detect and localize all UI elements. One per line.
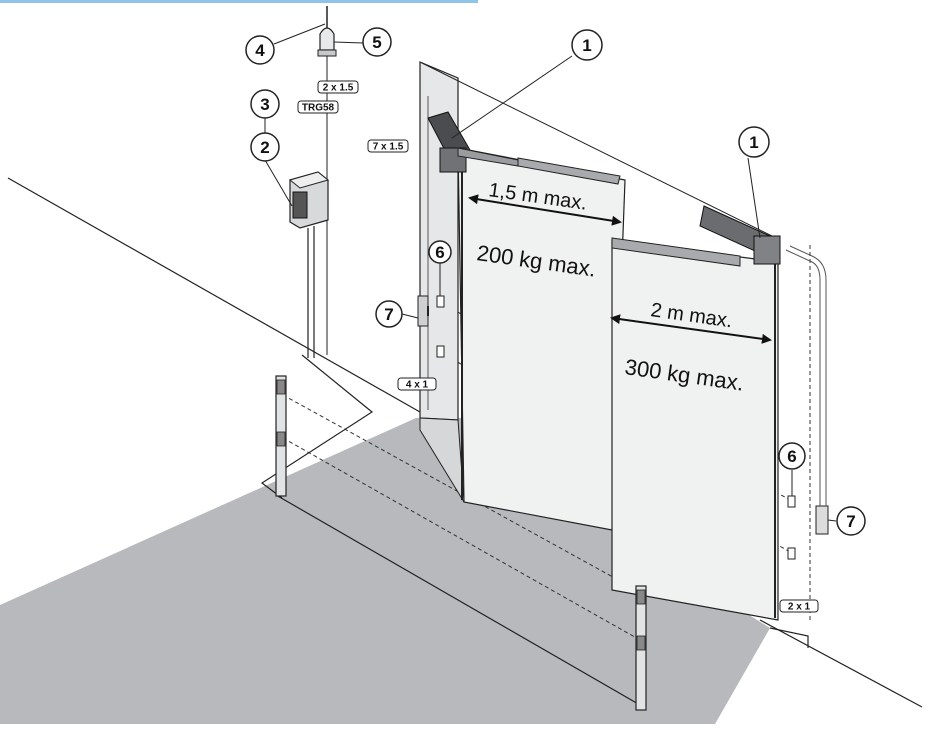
callout-6-left-number: 6 — [435, 243, 444, 262]
callout-2: 2 — [250, 132, 280, 162]
large-leaf — [611, 237, 779, 621]
post-ground-lines — [275, 494, 641, 706]
callout-1-right: 1 — [738, 126, 770, 158]
cable-tag-antenna-power: 2 x 1.5 — [317, 80, 359, 94]
control-unit — [288, 171, 330, 358]
callout-7-right: 7 — [836, 506, 866, 536]
cable-tag-motor: 7 x 1.5 — [367, 139, 409, 153]
motor-right — [699, 205, 781, 265]
callout-4-number: 4 — [255, 41, 265, 60]
ground-lines — [7, 177, 923, 708]
callout-6-right: 6 — [778, 442, 806, 470]
photocell-post-right — [635, 585, 647, 711]
cable-tag-photocell-left: 4 x 1 — [397, 377, 437, 391]
cable-tag-photocell-right: 2 x 1 — [779, 599, 819, 613]
flashing-light-antenna — [317, 6, 337, 355]
callout-leaders — [264, 23, 837, 522]
callout-3-number: 3 — [260, 95, 269, 114]
callout-1-left-number: 1 — [582, 36, 591, 55]
callout-7-right-number: 7 — [846, 512, 855, 531]
small-leaf-width-arrow — [468, 194, 622, 226]
callout-7-left: 7 — [375, 300, 403, 328]
header-accent-bar — [0, 0, 478, 3]
callout-7-left-number: 7 — [384, 305, 393, 324]
cable-tag-motor-text: 7 x 1.5 — [373, 142, 404, 153]
cable-tag-antenna-coax: TRG58 — [297, 100, 339, 114]
callout-5: 5 — [362, 27, 392, 57]
leaf-sightline — [419, 61, 781, 241]
cable-tag-photocell-right-text: 2 x 1 — [788, 602, 811, 613]
callout-4: 4 — [245, 35, 275, 65]
cable-tag-antenna-coax-text: TRG58 — [302, 103, 335, 114]
cable-tag-antenna-power-text: 2 x 1.5 — [323, 83, 354, 94]
callout-5-number: 5 — [372, 33, 381, 52]
callout-6-right-number: 6 — [787, 447, 796, 466]
small-leaf — [419, 61, 626, 531]
photocell-post-left — [275, 375, 287, 497]
cable-tag-photocell-left-text: 4 x 1 — [406, 380, 429, 391]
callout-1-left: 1 — [571, 29, 603, 61]
photocell-wall-right — [787, 495, 796, 560]
callout-3: 3 — [250, 89, 280, 119]
callout-6-left: 6 — [428, 240, 452, 264]
large-leaf-width-arrow — [610, 314, 772, 344]
motor-left — [427, 111, 519, 173]
electric-lock-left — [417, 295, 429, 327]
callout-1-right-number: 1 — [749, 133, 758, 152]
floor-area — [0, 418, 770, 724]
callout-2-number: 2 — [260, 138, 269, 157]
